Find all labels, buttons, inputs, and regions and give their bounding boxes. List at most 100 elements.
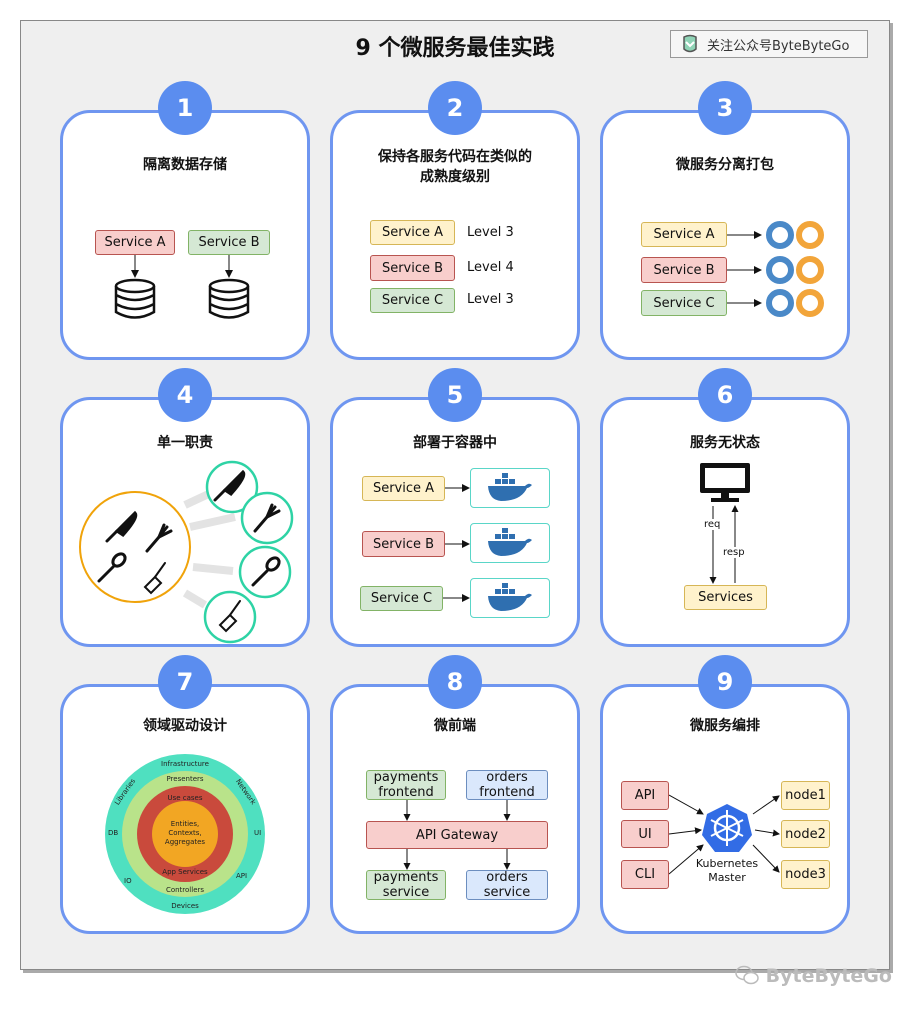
watermark: ByteByteGo [735, 965, 892, 987]
core-line1: Entities, [170, 820, 200, 828]
follow-text: 关注公众号ByteByteGo [707, 38, 850, 54]
spoon-icon [251, 556, 281, 587]
badge-9: 9 [698, 655, 752, 709]
core-circle [152, 801, 218, 867]
broom-icon [218, 600, 241, 633]
orchestration-diagram [669, 794, 780, 875]
infinity-pipeline-icon [766, 256, 824, 284]
ui-client-box: UI [621, 820, 669, 848]
docker-container [470, 468, 550, 508]
follow-badge: 关注公众号ByteByteGo [670, 30, 868, 58]
label: orders [486, 870, 528, 885]
infinity-pipeline-icon [766, 289, 824, 317]
core-line2: Contexts, [168, 829, 202, 837]
layer-devices: Devices [171, 902, 199, 910]
level-a: Level 3 [467, 225, 514, 240]
bytebytego-logo-icon [683, 34, 697, 53]
level-c: Level 3 [467, 292, 514, 307]
fork-icon [145, 523, 173, 553]
card-2-title-line2: 成熟度级别 [420, 169, 490, 185]
layer-use-cases: Use cases [167, 794, 203, 802]
single-responsibility-diagram [79, 460, 294, 644]
docker-whale-icon [488, 583, 532, 611]
docker-whale-icon [488, 528, 532, 556]
cicd-package-icons [727, 221, 824, 317]
label: payments [373, 770, 439, 785]
service-b-box: Service B [641, 257, 727, 283]
badge-1: 1 [158, 81, 212, 135]
layer-controllers: Controllers [165, 886, 205, 894]
label: payments [373, 870, 439, 885]
card-2-title-line1: 保持各服务代码在类似的 [378, 149, 532, 165]
master-line2: Master [708, 871, 746, 884]
layer-app-services: App Services [162, 868, 208, 876]
node2-box: node2 [781, 820, 830, 848]
badge-4: 4 [158, 368, 212, 422]
label: service [483, 885, 531, 900]
req-label: req [704, 519, 721, 530]
node3-box: node3 [781, 860, 830, 889]
layer-presenters: Presenters [166, 775, 204, 783]
service-c-box: Service C [641, 290, 727, 316]
label: frontend [378, 785, 434, 800]
monitor-icon [700, 463, 750, 502]
docker-container [470, 578, 550, 618]
layer-ui: UI [254, 829, 262, 837]
label: service [382, 885, 430, 900]
broom-circle [203, 590, 257, 644]
broom-icon [143, 562, 166, 595]
badge-7: 7 [158, 655, 212, 709]
card-6-title: 服务无状态 [690, 435, 760, 451]
layer-api: API [236, 872, 248, 880]
service-a-box: Service A [362, 476, 445, 501]
label: orders [486, 770, 528, 785]
card-8-title: 微前端 [434, 718, 476, 734]
arrows [443, 484, 470, 602]
onion-architecture [105, 754, 265, 914]
fork-icon [253, 503, 281, 533]
knife-icon [213, 469, 246, 502]
page-title: 9 个微服务最佳实践 [355, 36, 555, 61]
card-3-title: 微服务分离打包 [676, 157, 774, 173]
kubernetes-icon [702, 804, 752, 852]
service-b-box: Service B [370, 255, 455, 281]
docker-whale-icon [488, 473, 532, 501]
services-box: Services [684, 585, 767, 610]
spoon-icon [97, 552, 127, 583]
api-client-box: API [621, 781, 669, 810]
service-a-box: Service A [370, 220, 455, 245]
service-a-box: Service A [95, 230, 175, 255]
service-b-box: Service B [362, 531, 445, 557]
badge-2: 2 [428, 81, 482, 135]
docker-container [470, 523, 550, 563]
layer-db: DB [108, 829, 119, 837]
watermark-text: ByteByteGo [765, 965, 892, 987]
database-icons [114, 255, 250, 319]
infinity-pipeline-icon [766, 221, 824, 249]
database-icon [114, 278, 156, 319]
node1-box: node1 [781, 781, 830, 810]
service-c-box: Service C [370, 288, 455, 313]
wechat-icon [735, 965, 759, 985]
card-1-title: 隔离数据存储 [143, 157, 227, 173]
badge-3: 3 [698, 81, 752, 135]
badge-6: 6 [698, 368, 752, 422]
service-a-box: Service A [641, 222, 727, 247]
level-b: Level 4 [467, 260, 514, 275]
card-7-title: 领域驱动设计 [143, 718, 227, 734]
stateless-diagram [700, 463, 750, 584]
card-9-title: 微服务编排 [690, 718, 760, 734]
card-4-title: 单一职责 [157, 435, 213, 451]
badge-5: 5 [428, 368, 482, 422]
badge-8: 8 [428, 655, 482, 709]
core-line3: Aggregates [164, 838, 206, 846]
arrows [403, 800, 511, 870]
layer-infrastructure: Infrastructure [161, 760, 209, 768]
knife-icon [105, 510, 138, 543]
master-line1: Kubernetes [695, 857, 759, 870]
database-icon [208, 278, 250, 319]
layer-io: IO [124, 877, 132, 885]
